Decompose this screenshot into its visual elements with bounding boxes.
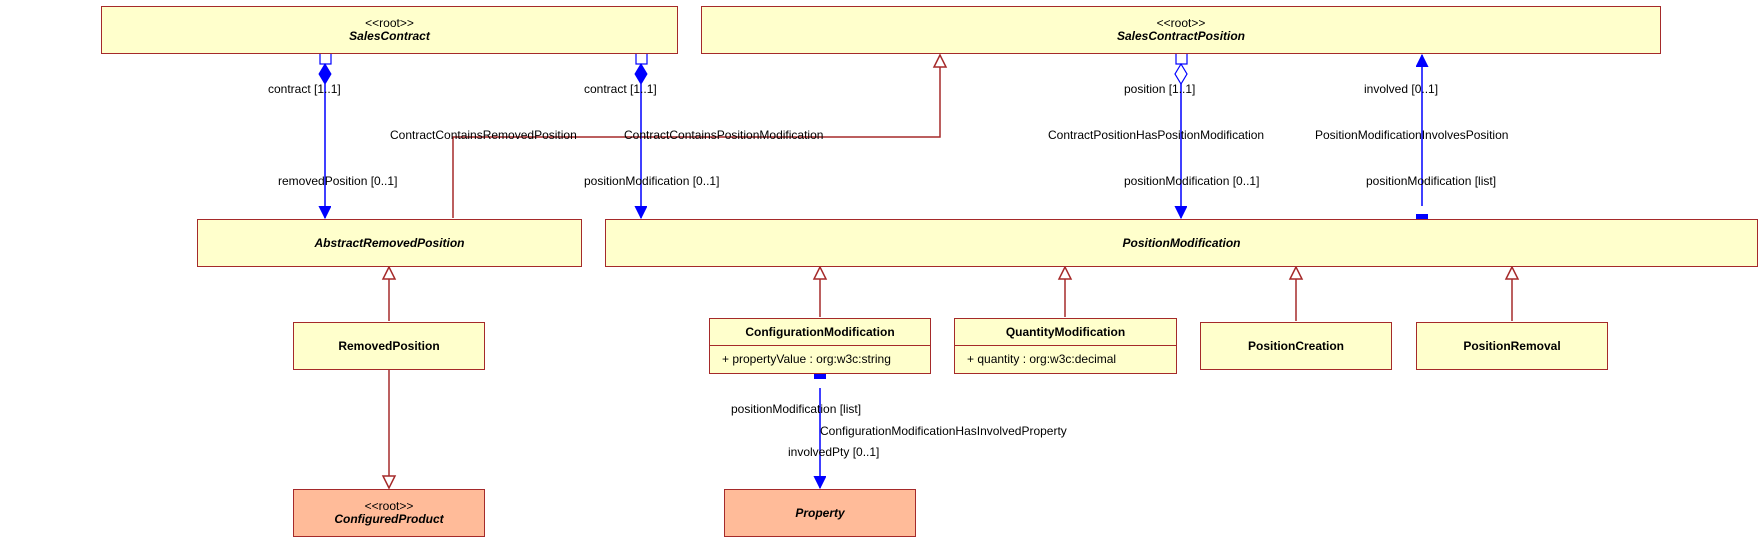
role-label-contract: contract [1..1] [584, 82, 657, 96]
association-name-label: PositionModificationInvolvesPosition [1315, 128, 1509, 142]
association-name-label: ContractPositionHasPositionModification [1048, 128, 1265, 142]
class-stereotype: <<root>> [365, 16, 414, 30]
class-name: PositionRemoval [1463, 339, 1561, 353]
class-name: SalesContract [349, 29, 430, 43]
generalization-quantitymodification-to-positionmodification [1057, 265, 1073, 317]
association-contract-contains-removed-position [319, 52, 332, 218]
role-label-positionmodification: positionModification [list] [731, 402, 862, 416]
class-name: AbstractRemovedPosition [314, 236, 465, 250]
class-name: PositionCreation [1247, 339, 1344, 353]
class-stereotype: <<root>> [1156, 16, 1206, 30]
class-abstractremovedposition[interactable]: AbstractRemovedPosition [197, 219, 582, 267]
class-configuredproduct[interactable]: <<root>> ConfiguredProduct [293, 489, 485, 537]
class-positionremoval[interactable]: PositionRemoval [1416, 322, 1608, 370]
role-label-removedposition: removedPosition [0..1] [278, 174, 398, 188]
role-label-positionmodification: positionModification [0..1] [1124, 174, 1260, 188]
generalization-removedposition-to-configuredproduct [381, 369, 397, 490]
association-name-label: ContractContainsRemovedPosition [390, 128, 577, 142]
generalization-positioncreation-to-positionmodification [1288, 265, 1304, 321]
class-property[interactable]: Property [724, 489, 916, 537]
class-salescontract[interactable]: <<root>> SalesContract [101, 6, 678, 54]
association-configuration-modification-has-involved-property [814, 374, 826, 488]
class-positionmodification[interactable]: PositionModification [605, 219, 1758, 267]
class-name: PositionModification [1122, 236, 1241, 250]
class-salescontractposition[interactable]: <<root>> SalesContractPosition [701, 6, 1661, 54]
class-quantitymodification[interactable]: QuantityModification + quantity : org:w3… [954, 318, 1177, 374]
class-attribute: + quantity : org:w3c:decimal [967, 352, 1117, 366]
class-name: ConfigurationModification [745, 325, 895, 339]
class-name: QuantityModification [1005, 325, 1126, 339]
class-attribute: + propertyValue : org:w3c:string [722, 352, 891, 366]
role-label-involvedpty: involvedPty [0..1] [788, 445, 880, 459]
generalization-abstractremovedposition-to-salescontractposition [452, 53, 948, 218]
class-removedposition[interactable]: RemovedPosition [293, 322, 485, 370]
association-name-label: ConfigurationModificationHasInvolvedProp… [820, 424, 1067, 438]
class-stereotype: <<root>> [364, 499, 414, 513]
class-name: Property [795, 506, 845, 520]
class-name: RemovedPosition [338, 339, 440, 353]
association-name-label: ContractContainsPositionModification [624, 128, 824, 142]
class-positioncreation[interactable]: PositionCreation [1200, 322, 1392, 370]
role-label-positionmodification: positionModification [list] [1366, 174, 1497, 188]
role-label-position: position [1..1] [1124, 82, 1196, 96]
generalization-removedposition-to-abstractremovedposition [381, 265, 397, 321]
class-name: SalesContractPosition [1116, 29, 1246, 43]
role-label-positionmodification: positionModification [0..1] [584, 174, 720, 188]
generalization-positionremoval-to-positionmodification [1504, 265, 1520, 321]
role-label-involved: involved [0..1] [1364, 82, 1439, 96]
class-configurationmodification[interactable]: ConfigurationModification + propertyValu… [709, 318, 931, 374]
class-name: ConfiguredProduct [334, 512, 444, 526]
role-label-contract: contract [1..1] [268, 82, 341, 96]
generalization-configurationmodification-to-positionmodification [812, 265, 828, 317]
association-position-modification-involves-position [1416, 55, 1428, 219]
